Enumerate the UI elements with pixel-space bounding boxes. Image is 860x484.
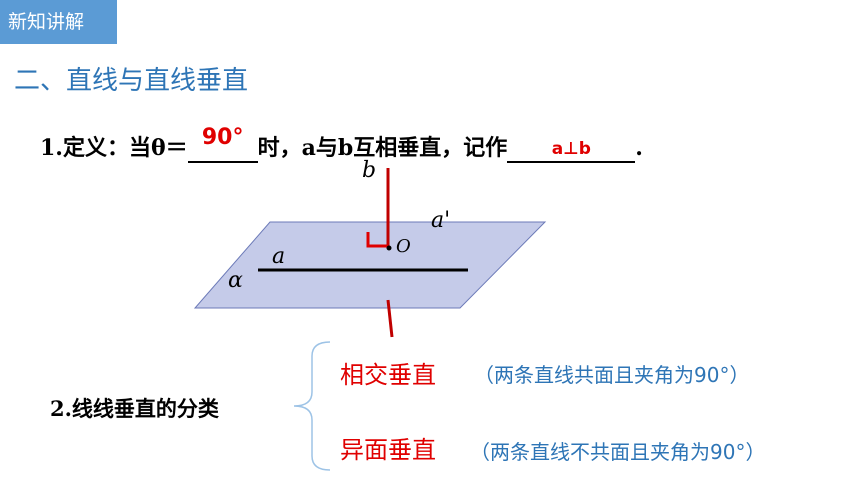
definition-line: 1.定义：当θ＝ 90° 时，a与b互相垂直，记作 a⊥b . [40, 125, 643, 163]
classification-title: 2.线线垂直的分类 [50, 396, 219, 421]
label-a: a [272, 244, 286, 269]
angle-answer: 90° [201, 125, 244, 150]
label-o: O [396, 236, 411, 257]
definition-middle: 时，a与b互相垂直，记作 [257, 135, 508, 161]
definition-prefix: 1.定义：当θ＝ [40, 135, 188, 161]
notation-answer: a⊥b [551, 139, 591, 159]
plane-alpha [193, 221, 547, 309]
label-a-prime: a' [431, 208, 451, 233]
right-angle-mark [366, 232, 388, 248]
classification-brace [293, 341, 331, 471]
label-b: b [362, 158, 377, 183]
angle-blank: 90° [187, 125, 258, 163]
section-badge: 新知讲解 [0, 0, 117, 44]
label-alpha: α [228, 268, 243, 293]
category-skew-name: 异面垂直 [340, 436, 436, 464]
point-o [386, 245, 392, 251]
definition-suffix: . [635, 135, 643, 161]
line-b-lower [386, 299, 394, 338]
notation-blank: a⊥b [507, 135, 636, 163]
section-heading: 二、直线与直线垂直 [14, 66, 249, 96]
category-skew-note: （两条直线不共面且夹角为90°） [470, 440, 766, 464]
category-intersecting-note: （两条直线共面且夹角为90°） [474, 363, 750, 387]
category-intersecting-name: 相交垂直 [340, 361, 436, 389]
